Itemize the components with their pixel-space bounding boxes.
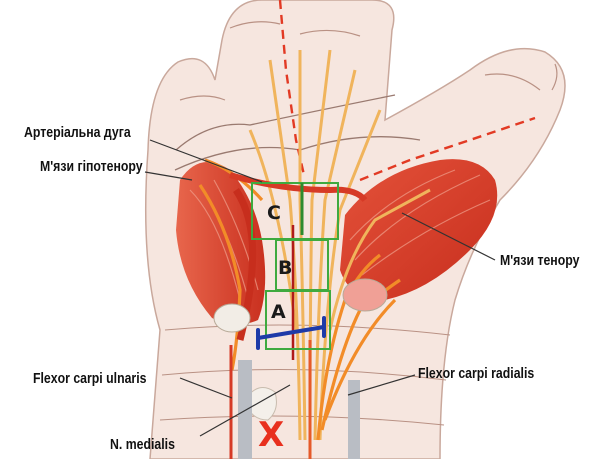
zone-label-b: B <box>278 258 292 278</box>
cross-mark: X <box>258 418 284 452</box>
zone-label-c: C <box>267 203 281 223</box>
pisiform-bone <box>214 304 250 332</box>
label-thenar: М'язи тенору <box>500 252 579 270</box>
scaphoid-bone <box>343 279 387 311</box>
label-hypothenar: М'язи гіпотенору <box>40 158 143 176</box>
zone-label-a: A <box>271 302 286 322</box>
label-flexor-carpi-ulnaris: Flexor carpi ulnaris <box>33 370 146 388</box>
label-median-nerve: N. medialis <box>110 436 175 454</box>
label-arterial-arch: Артеріальна дуга <box>24 124 131 142</box>
label-flexor-carpi-radialis: Flexor carpi radialis <box>418 365 534 383</box>
fcu-tendon <box>238 360 252 459</box>
